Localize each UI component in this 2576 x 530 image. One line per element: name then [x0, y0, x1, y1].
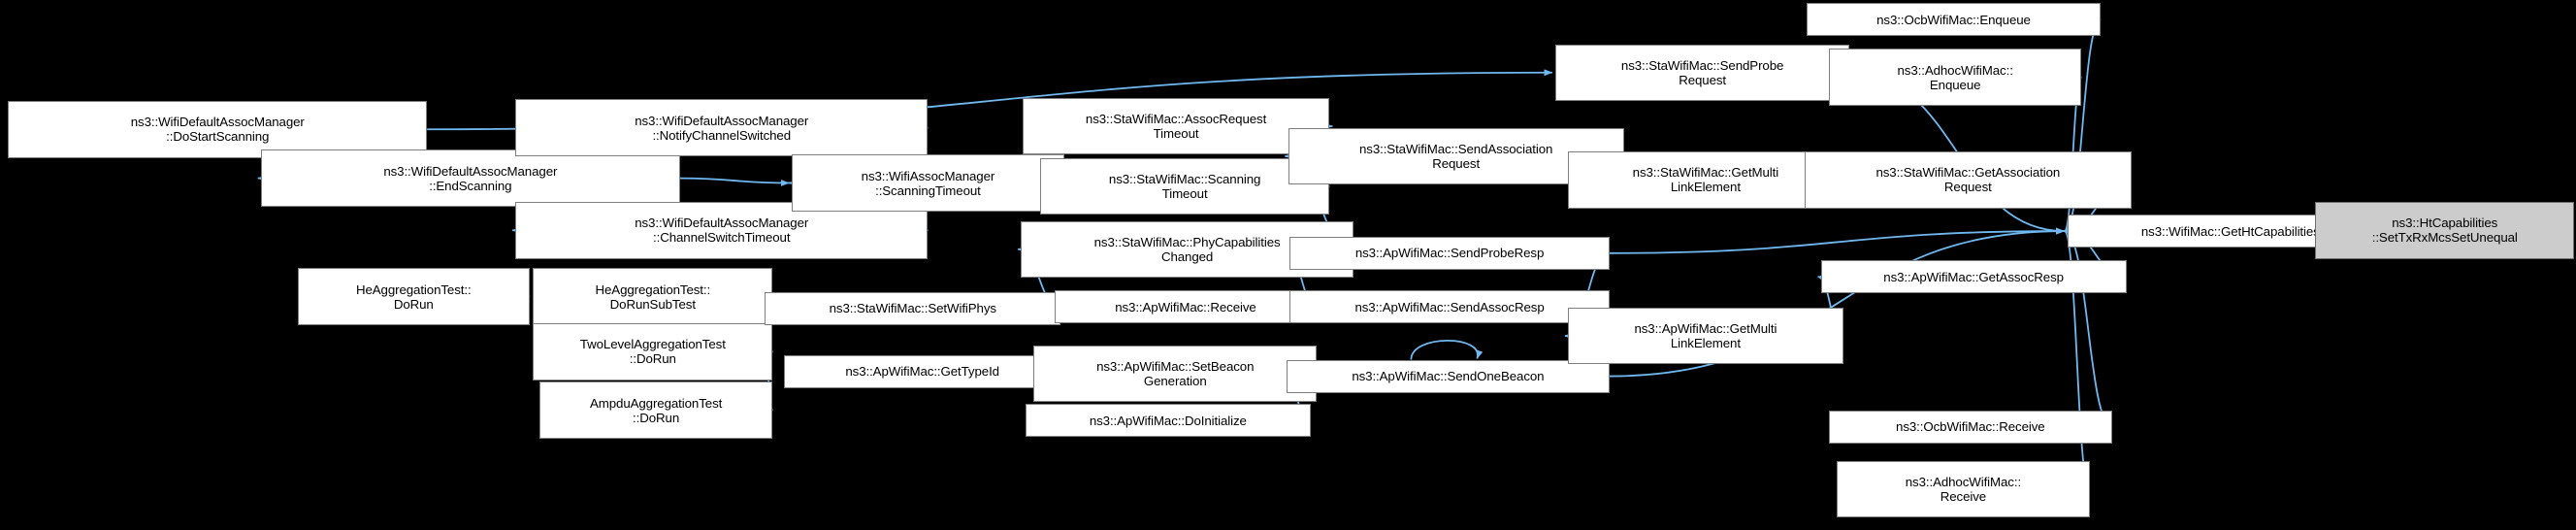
graph-node[interactable]: ns3::AdhocWifiMac:: Enqueue [1828, 49, 2082, 106]
graph-node[interactable]: ns3::ApWifiMac::GetMulti LinkElement [1568, 307, 1843, 365]
graph-node[interactable]: HeAggregationTest:: DoRun [297, 268, 530, 325]
graph-node[interactable]: ns3::WifiDefaultAssocManager ::NotifyCha… [515, 99, 929, 156]
graph-node[interactable]: ns3::ApWifiMac::DoInitialize [1026, 404, 1311, 438]
graph-node[interactable]: HeAggregationTest:: DoRunSubTest [533, 268, 773, 325]
graph-node[interactable]: ns3::AdhocWifiMac:: Receive [1837, 460, 2090, 517]
graph-node[interactable]: ns3::StaWifiMac::GetMulti LinkElement [1568, 151, 1843, 209]
graph-edge [1609, 227, 2066, 254]
graph-node[interactable]: ns3::ApWifiMac::SendOneBeacon [1286, 359, 1610, 393]
graph-node[interactable]: ns3::OcbWifiMac::Enqueue [1806, 3, 2102, 37]
graph-node[interactable]: ns3::OcbWifiMac::Receive [1828, 410, 2112, 444]
graph-node[interactable]: ns3::HtCapabilities ::SetTxRxMcsSetUnequ… [2315, 202, 2575, 259]
graph-node[interactable]: ns3::WifiDefaultAssocManager ::EndScanni… [260, 149, 680, 207]
graph-node[interactable]: TwoLevelAggregationTest ::DoRun [533, 323, 773, 381]
graph-node[interactable]: ns3::StaWifiMac::AssocRequest Timeout [1022, 97, 1330, 155]
graph-node[interactable]: ns3::ApWifiMac::SendProbeResp [1289, 236, 1610, 270]
graph-edge [679, 177, 790, 186]
graph-edge [1410, 339, 1484, 360]
graph-node[interactable]: ns3::ApWifiMac::GetTypeId [784, 354, 1061, 388]
graph-node[interactable]: ns3::StaWifiMac::SendProbe Request [1554, 44, 1850, 101]
graph-node[interactable]: ns3::StaWifiMac::Scanning Timeout [1039, 157, 1330, 215]
graph-node[interactable]: ns3::StaWifiMac::GetAssociation Request [1805, 151, 2132, 209]
graph-node[interactable]: ns3::WifiAssocManager ::ScanningTimeout [792, 154, 1064, 212]
graph-node[interactable]: ns3::ApWifiMac::Receive [1054, 290, 1318, 324]
graph-node[interactable]: ns3::ApWifiMac::GetAssocResp [1820, 260, 2127, 294]
graph-node[interactable]: ns3::ApWifiMac::SetBeacon Generation [1033, 345, 1318, 403]
graph-node[interactable]: ns3::StaWifiMac::SetWifiPhys [765, 291, 1061, 325]
graph-node[interactable]: ns3::ApWifiMac::SendAssocResp [1289, 290, 1610, 324]
graph-node[interactable]: AmpduAggregationTest ::DoRun [538, 381, 773, 439]
